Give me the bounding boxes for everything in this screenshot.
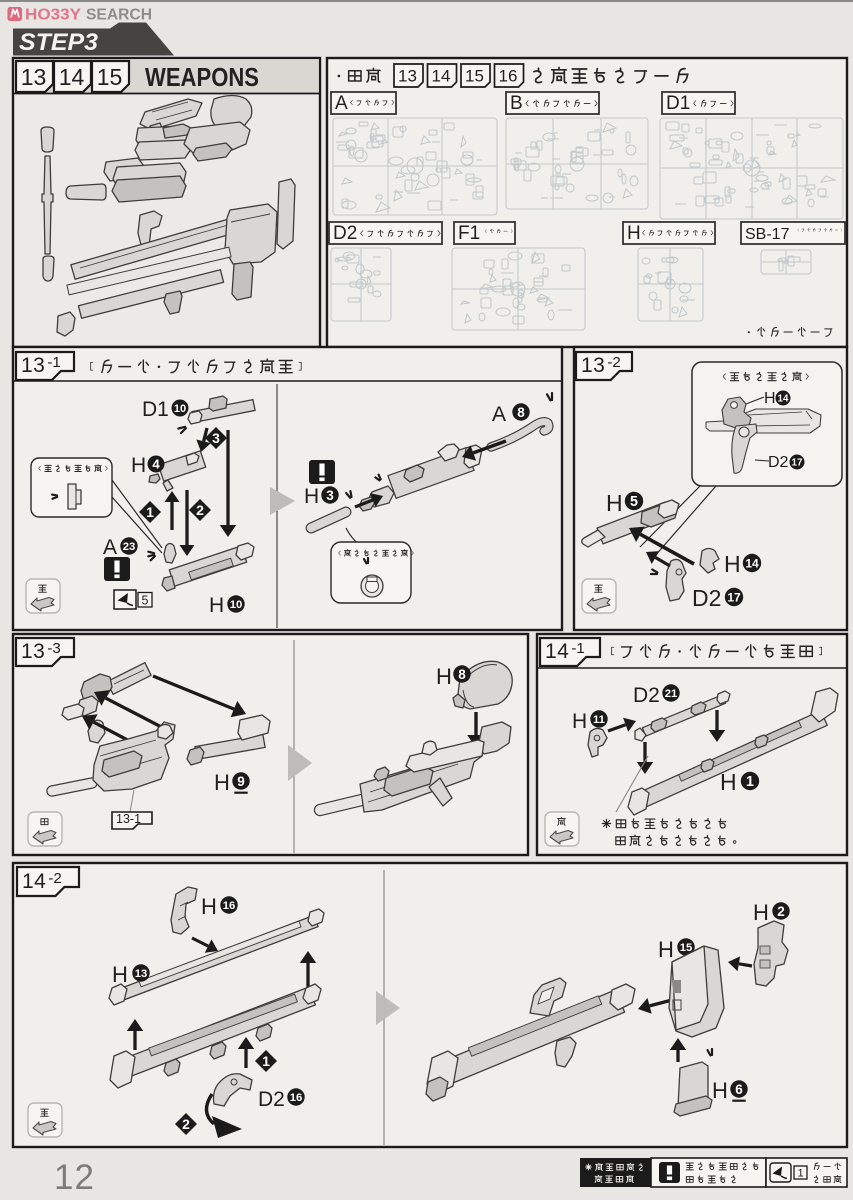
svg-text:14: 14 <box>432 67 451 86</box>
svg-text:9: 9 <box>237 774 245 789</box>
svg-text:17: 17 <box>792 458 803 469</box>
svg-text:-2: -2 <box>607 354 620 371</box>
svg-text:1: 1 <box>797 1168 803 1180</box>
svg-text:16: 16 <box>223 900 236 912</box>
svg-text:13: 13 <box>21 64 47 90</box>
svg-text:H: H <box>201 894 217 919</box>
svg-text:15: 15 <box>680 942 693 954</box>
svg-text:SB-17: SB-17 <box>745 226 790 243</box>
svg-text:1: 1 <box>262 1053 270 1069</box>
svg-text:2: 2 <box>777 904 785 919</box>
svg-text:1: 1 <box>746 774 754 790</box>
svg-text:B: B <box>510 93 523 114</box>
svg-text:D1: D1 <box>142 398 169 421</box>
svg-text:6: 6 <box>735 1082 743 1097</box>
svg-text:3: 3 <box>326 488 334 503</box>
svg-text:H: H <box>572 710 587 733</box>
svg-text:H: H <box>658 937 674 962</box>
svg-text:-1: -1 <box>47 354 60 371</box>
svg-text:D2: D2 <box>768 454 789 471</box>
svg-text:13: 13 <box>21 354 45 377</box>
svg-text:14: 14 <box>22 870 46 893</box>
svg-text:D2: D2 <box>692 585 721 611</box>
svg-text:F1: F1 <box>458 223 480 244</box>
svg-text:12: 12 <box>54 1158 95 1197</box>
svg-text:10: 10 <box>230 599 243 611</box>
svg-text:D1: D1 <box>666 93 690 114</box>
svg-text:16: 16 <box>290 1092 303 1104</box>
svg-text:2: 2 <box>196 502 204 518</box>
svg-text:14: 14 <box>778 394 789 405</box>
svg-text:SEARCH: SEARCH <box>86 7 152 24</box>
svg-text:H: H <box>753 900 769 925</box>
svg-text:H: H <box>712 1078 728 1103</box>
svg-text:STEP3: STEP3 <box>19 29 98 56</box>
svg-text:H: H <box>764 390 776 407</box>
svg-text:1: 1 <box>146 504 154 520</box>
svg-text:13: 13 <box>135 968 148 980</box>
svg-text:H: H <box>131 454 146 477</box>
svg-text:10: 10 <box>174 403 186 415</box>
svg-text:A: A <box>335 93 348 114</box>
svg-text:-1: -1 <box>571 640 584 657</box>
svg-text:13: 13 <box>398 67 417 86</box>
svg-text:15: 15 <box>465 67 484 86</box>
svg-text:H: H <box>112 962 128 987</box>
svg-text:2: 2 <box>182 1116 190 1132</box>
svg-text:D2: D2 <box>258 1088 285 1111</box>
svg-text:17: 17 <box>727 590 741 604</box>
svg-text:H: H <box>214 770 230 795</box>
svg-text:H: H <box>720 769 737 795</box>
svg-text:14: 14 <box>59 64 85 90</box>
svg-text:H: H <box>724 551 741 577</box>
svg-text:3: 3 <box>212 430 220 446</box>
svg-text:D2: D2 <box>333 223 357 244</box>
svg-text:15: 15 <box>97 64 123 90</box>
svg-text:23: 23 <box>123 541 136 553</box>
svg-text:D2: D2 <box>633 684 660 707</box>
svg-text:14: 14 <box>745 556 759 570</box>
svg-text:H: H <box>606 490 623 516</box>
svg-text:HO33Y: HO33Y <box>25 7 81 24</box>
svg-text:-2: -2 <box>48 870 61 887</box>
svg-text:5: 5 <box>630 494 638 510</box>
svg-text:11: 11 <box>593 714 605 726</box>
svg-text:8: 8 <box>458 667 466 682</box>
svg-text:H: H <box>304 485 319 508</box>
svg-text:A: A <box>492 403 506 426</box>
svg-text:-3: -3 <box>47 640 60 657</box>
svg-text:16: 16 <box>499 67 518 86</box>
svg-text:4: 4 <box>152 457 160 472</box>
svg-text:WEAPONS: WEAPONS <box>145 62 259 92</box>
svg-text:21: 21 <box>665 688 678 700</box>
svg-text:A: A <box>103 536 117 559</box>
svg-text:14: 14 <box>545 640 569 663</box>
svg-text:H: H <box>436 664 452 689</box>
svg-text:H: H <box>209 594 224 617</box>
svg-text:13: 13 <box>581 354 605 377</box>
svg-text:5: 5 <box>142 594 149 608</box>
svg-text:13: 13 <box>21 640 45 663</box>
svg-text:8: 8 <box>517 405 525 420</box>
svg-text:13-1: 13-1 <box>116 812 141 826</box>
svg-text:H: H <box>627 223 641 244</box>
